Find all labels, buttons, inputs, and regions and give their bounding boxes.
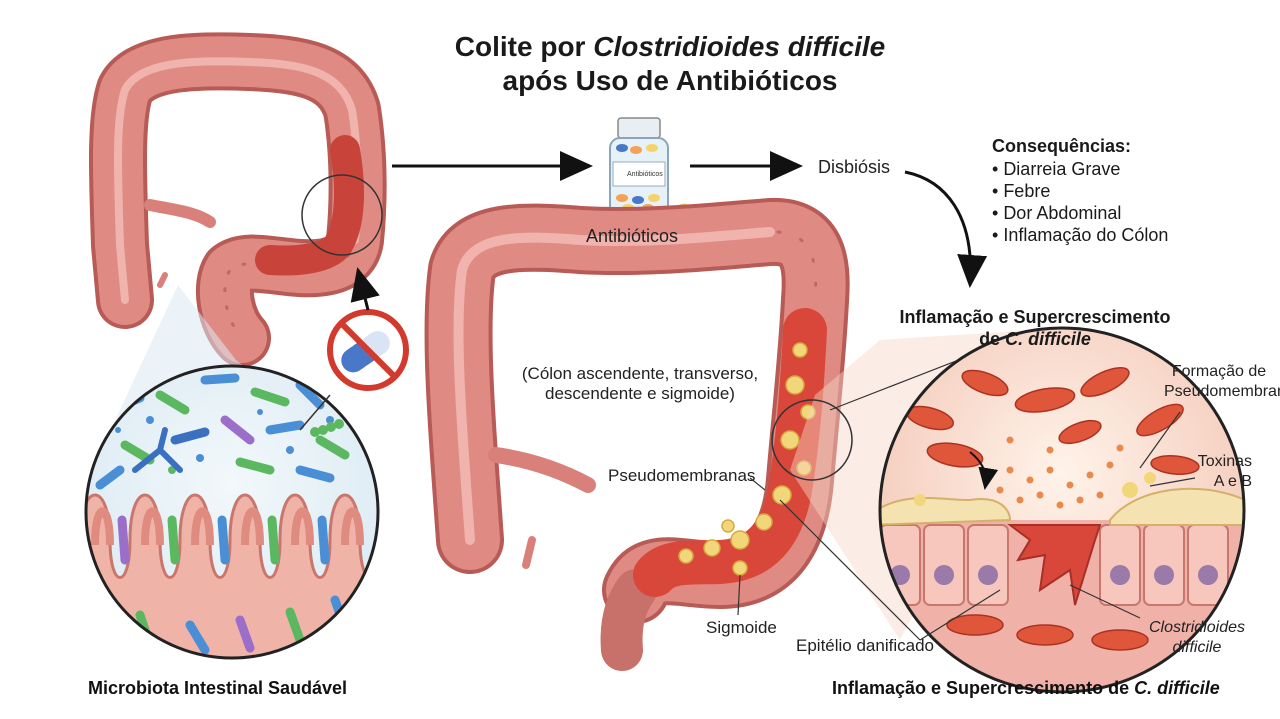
antibiotic-bottle-icon [609,117,690,220]
arrow-up-icon [350,267,380,311]
pointer-line [737,574,741,616]
damaged-epithelium-label: Epitélio danificado [796,636,934,655]
pseudomembrane-formation-label: Formação de Pseudomembranas [1164,363,1280,400]
magnified-region [771,399,853,481]
early-inflamed-segment [255,135,383,276]
pseudomembranes-label: Pseudomembranas [608,466,756,485]
toxins-label: Toxinas A e B [1197,453,1252,490]
consequences-title: Consequências: [992,136,1132,156]
pointer-line [749,477,766,491]
pointer-line [1069,584,1141,619]
consequence-item: Febre [992,180,1168,202]
pointer-line [299,394,331,431]
consequence-item: Inflamação do Cólon [992,224,1168,246]
pointer-line [1139,411,1181,469]
inflammation-magnified-circle [878,326,1246,694]
title-italic: Clostridioides difficile [593,31,886,62]
inflammation-caption: Inflamação e Supercrescimento de C. diff… [832,678,1220,698]
page-title: Colite por Clostridioides difficile após… [454,31,886,97]
consequence-item: Diarreia Grave [992,158,1168,180]
pointer-line [779,499,921,641]
no-antibiotic-capsule-icon [327,309,409,391]
consequences-list: Diarreia Grave Febre Dor Abdominal Infla… [992,158,1168,246]
inflammation-heading: Inflamação e Supercrescimento de C. diff… [899,307,1171,349]
antibiotics-label: Antibióticos [586,226,679,246]
sigmoid-label: Sigmoide [706,618,777,637]
colon-parts-label: (Cólon ascendente, transverso, descenden… [521,364,759,403]
pointer-line [919,589,1001,641]
bottle-label: Antibióticos [627,171,663,178]
arrow-curve-icon [904,170,988,288]
consequence-item: Dor Abdominal [992,202,1168,224]
healthy-microbiota-circle [84,364,380,660]
healthy-microbiota-caption: Microbiota Intestinal Saudável [88,678,348,698]
healthy-colon-illustration [88,32,387,367]
pointer-line [1149,477,1196,487]
dysbiosis-label: Disbiósis [818,157,891,177]
